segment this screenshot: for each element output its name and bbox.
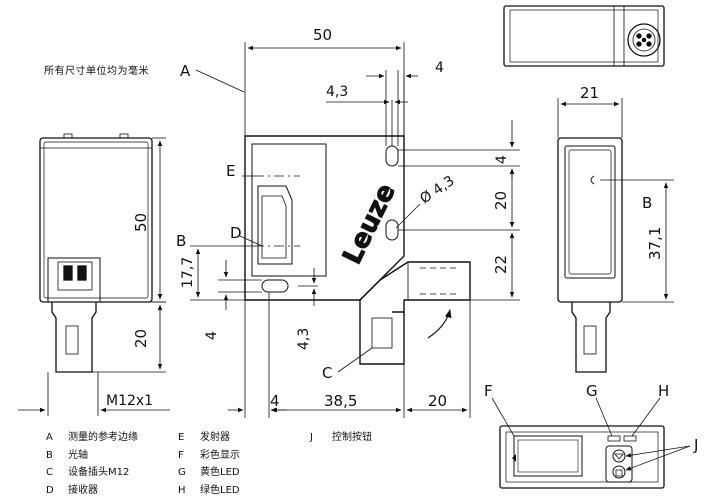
callout-a: A bbox=[180, 62, 191, 80]
callout-f: F bbox=[484, 382, 493, 400]
dim-bottom-38-5: 38,5 bbox=[324, 392, 357, 410]
callout-c: C bbox=[322, 364, 332, 382]
top-view bbox=[503, 5, 665, 67]
dim-bottom-4: 4 bbox=[270, 392, 280, 410]
front-dims bbox=[190, 42, 520, 418]
dim-width-50: 50 bbox=[313, 26, 332, 44]
units-note: 所有尺寸单位均为毫米 bbox=[44, 66, 149, 77]
callout-b: B bbox=[176, 232, 186, 250]
panel-view bbox=[499, 425, 665, 489]
front-view bbox=[244, 135, 471, 365]
dim-side-20: 20 bbox=[132, 329, 150, 348]
dim-hole-pitch-20: 20 bbox=[492, 191, 510, 210]
dim-connector-22: 22 bbox=[492, 255, 510, 274]
left-dims bbox=[18, 137, 170, 416]
dim-bottom-4-3: 4,3 bbox=[296, 328, 312, 350]
panel-callout-lines bbox=[491, 397, 691, 471]
brand-logo: Leuze bbox=[337, 179, 401, 269]
left-side-view bbox=[39, 133, 153, 373]
dim-bottom-4-left: 4 bbox=[204, 331, 220, 340]
callout-h: H bbox=[658, 382, 669, 400]
dim-thread: M12x1 bbox=[106, 393, 153, 409]
dim-pitch-4-3: 4,3 bbox=[326, 84, 348, 100]
dim-bottom-20: 20 bbox=[428, 392, 447, 410]
end-view bbox=[557, 137, 623, 373]
dim-axis-37-1: 37,1 bbox=[646, 227, 664, 260]
callout-b-end: B bbox=[642, 194, 652, 212]
callout-g: G bbox=[586, 382, 598, 400]
dim-axis-17-7: 17,7 bbox=[180, 257, 196, 288]
callout-d: D bbox=[230, 224, 242, 242]
end-dims bbox=[557, 98, 674, 303]
dim-width-21: 21 bbox=[580, 84, 599, 102]
dim-hole-offset-4: 4 bbox=[494, 155, 510, 164]
dim-slot-4: 4 bbox=[435, 60, 444, 76]
dim-height-50: 50 bbox=[132, 213, 150, 232]
callout-lines bbox=[195, 69, 373, 373]
callout-j: J bbox=[693, 436, 698, 454]
callout-e: E bbox=[226, 162, 235, 180]
dim-hole-dia: Ø 4,3 bbox=[417, 173, 457, 207]
